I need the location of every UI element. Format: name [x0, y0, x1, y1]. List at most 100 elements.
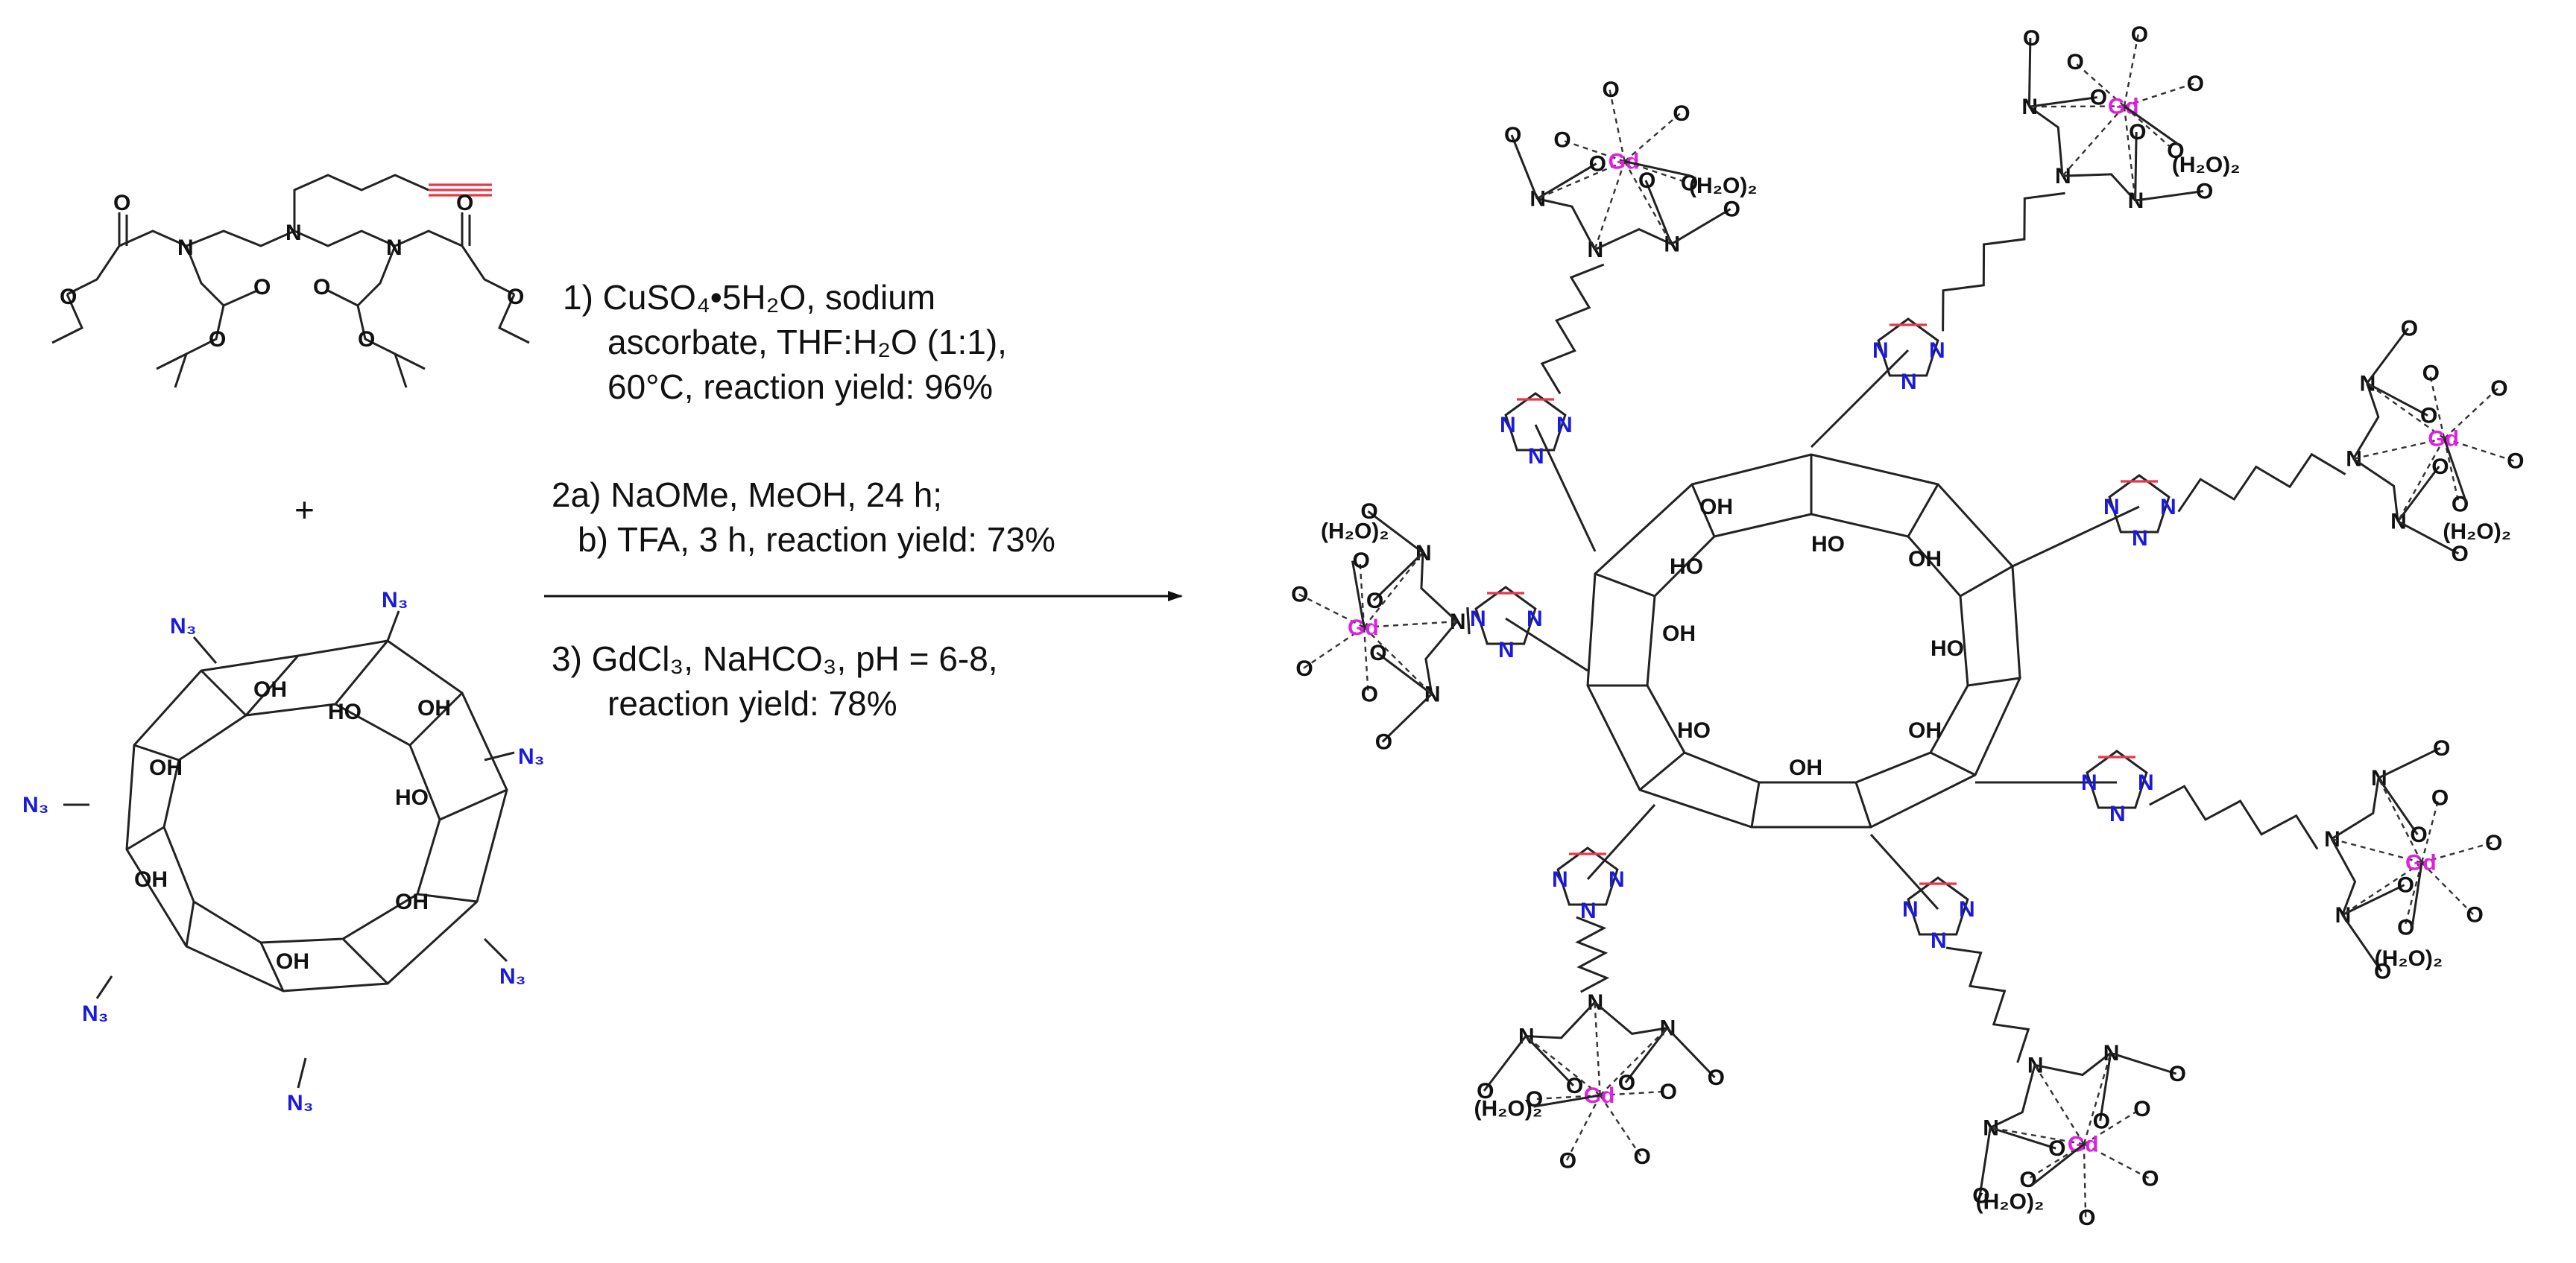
n-atom: N [1901, 370, 1917, 394]
o-atom: O [1660, 1080, 1677, 1104]
o-atom: O [1360, 499, 1377, 524]
n-atom: N [285, 221, 302, 245]
o-atom: O [2422, 361, 2440, 386]
triazole-ring [1877, 317, 1939, 377]
n-atom: N [1424, 682, 1441, 706]
triazole-ring [1504, 392, 1567, 452]
o-atom: O [456, 191, 473, 215]
o-atom: O [1504, 123, 1521, 148]
step1-line2: ascorbate, THF:H₂O (1:1), [607, 323, 1007, 361]
o-atom: O [2466, 903, 2483, 928]
o-atom: O [1603, 77, 1620, 102]
azide-label: N₃ [518, 744, 545, 769]
water-ligand: (H₂O)₂ [2172, 153, 2241, 177]
o-atom: O [2485, 831, 2502, 855]
hydroxyl-label: OH [417, 696, 451, 721]
azido-cyclodextrin-reactant: N₃ N₃ N₃ N₃ N₃ N₃ N₃ OH HO OH HO OH OH O… [22, 588, 545, 1115]
n-atom: N [2103, 495, 2120, 519]
o-atom: O [1291, 582, 1308, 607]
hydroxyl-label: HO [1931, 636, 1964, 661]
o-atom: O [2093, 1109, 2110, 1133]
hydroxyl-label: OH [1908, 718, 1942, 743]
o-atom: O [1681, 171, 1698, 195]
step2b-line: b) TFA, 3 h, reaction yield: 73% [578, 520, 1055, 559]
o-atom: O [2397, 873, 2414, 898]
n-atom: N [1415, 541, 1432, 566]
o-atom: O [1559, 1149, 1576, 1174]
o-atom: O [1361, 683, 1378, 707]
o-atom: O [2451, 542, 2468, 566]
water-ligand: (H₂O)₂ [2375, 946, 2443, 971]
n-atom: N [2160, 495, 2176, 519]
o-atom: O [2133, 1097, 2150, 1121]
hydroxyl-label: OH [134, 867, 168, 892]
hydroxyl-label: HO [1670, 554, 1703, 579]
azide-label: N₃ [170, 614, 197, 639]
o-atom: O [1553, 128, 1570, 153]
triazole-ring [2086, 750, 2148, 809]
hydroxyl-label: OH [395, 890, 429, 914]
o-atom: O [1618, 1071, 1635, 1095]
n-atom: N [1580, 899, 1597, 923]
triazole-ring [2108, 474, 2171, 534]
o-atom: O [2433, 736, 2450, 761]
o-atom: O [1708, 1066, 1725, 1090]
o-atom: O [2196, 180, 2213, 204]
o-atom: O [2374, 960, 2391, 984]
hydroxyl-label: OH [1699, 495, 1733, 519]
gadolinium-atom: Gd [1609, 150, 1640, 174]
hydroxyl-label: HO [395, 785, 429, 810]
o-atom: O [2397, 916, 2414, 940]
n-atom: N [2132, 526, 2148, 551]
n-atom: N [1527, 607, 1543, 631]
step1-line1: 1) CuSO₄•5H₂O, sodium [563, 278, 935, 317]
o-atom: O [1369, 641, 1386, 665]
o-atom: O [1295, 656, 1313, 681]
o-atom: O [2187, 72, 2204, 96]
n-atom: N [1609, 867, 1625, 892]
n-atom: N [386, 235, 402, 260]
n-atom: N [1959, 897, 1975, 922]
n-atom: N [1552, 867, 1568, 892]
hydroxyl-label: HO [1811, 532, 1845, 557]
step3-line2: reaction yield: 78% [607, 684, 897, 723]
water-ligand: (H₂O)₂ [1689, 174, 1758, 198]
azide-label: N₃ [382, 588, 408, 612]
o-atom: O [2141, 1166, 2159, 1191]
o-atom: O [1723, 197, 1740, 221]
o-atom: O [209, 327, 226, 352]
n-atom: N [1470, 607, 1486, 631]
n-atom: N [177, 235, 194, 260]
n-atom: N [1929, 338, 1945, 363]
o-atom: O [1972, 1183, 1989, 1208]
hydroxyl-label: OH [253, 677, 287, 702]
water-ligand: (H₂O)₂ [1976, 1190, 2045, 1215]
o-atom: O [2129, 120, 2146, 145]
o-atom: O [1634, 1145, 1651, 1169]
dtpa-alkyne-reactant: N N N O O O O O O O O [51, 174, 530, 388]
o-atom: O [2431, 786, 2449, 811]
o-atom: O [2431, 455, 2449, 479]
o-atom: O [2420, 404, 2437, 428]
o-atom: O [253, 275, 271, 300]
azide-label: N₃ [82, 1001, 109, 1026]
o-atom: O [2048, 1136, 2065, 1161]
triazole-ring [1556, 846, 1619, 906]
water-ligand: (H₂O)₂ [1474, 1096, 1543, 1121]
o-atom: O [2507, 449, 2524, 474]
hydroxyl-label: HO [1677, 718, 1711, 743]
n-atom: N [1556, 413, 1573, 437]
azide-label: N₃ [287, 1091, 314, 1115]
water-ligand: (H₂O)₂ [1321, 519, 1389, 544]
o-atom: O [1366, 589, 1383, 613]
o-atom: O [1375, 730, 1392, 755]
